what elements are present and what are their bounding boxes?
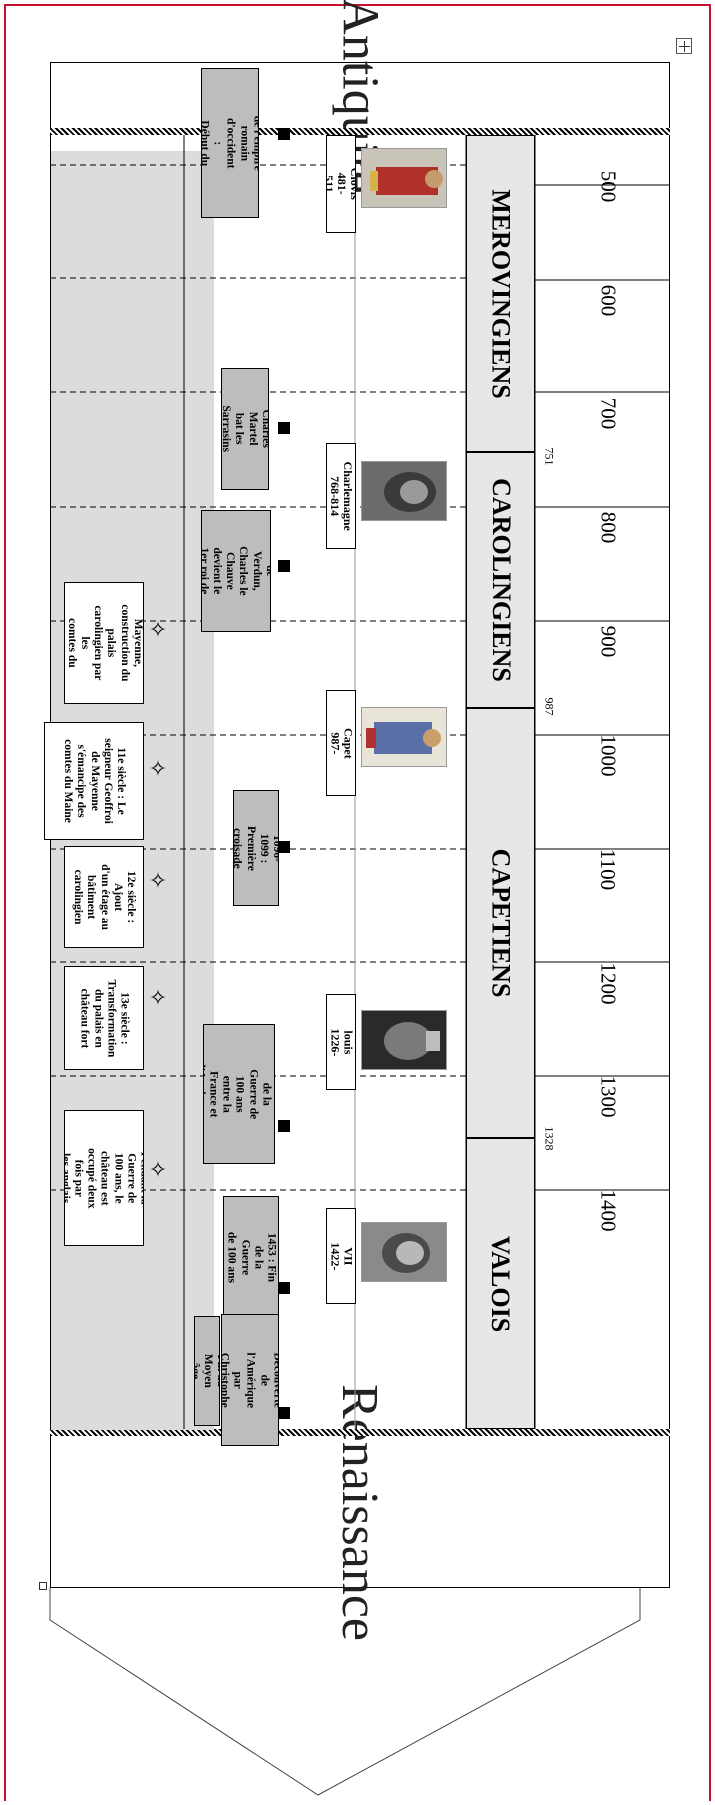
square-bullet-icon xyxy=(278,841,290,853)
king-charlemagne: Charlemagne 768-814 xyxy=(326,443,356,549)
square-bullet-icon xyxy=(278,1282,290,1294)
square-bullet-icon xyxy=(278,1407,290,1419)
four-point-star-icon: ✧ xyxy=(148,985,168,1010)
split-751: 751 xyxy=(542,447,557,465)
split-987: 987 xyxy=(542,697,557,715)
local-event-11e: 11e siècle : Le seigneur Geoffroi de May… xyxy=(44,722,144,840)
four-point-star-icon: ✧ xyxy=(148,1157,168,1182)
century-600: 600 xyxy=(596,284,621,316)
dynasty-merovingiens: MEROVINGIENS xyxy=(466,135,535,452)
century-500: 500 xyxy=(596,170,621,202)
square-bullet-icon xyxy=(278,1120,290,1132)
king-charles-vii: Charles VII 1422-1461 xyxy=(326,1208,356,1304)
king-saint-louis: Saint louis 1226-1270 xyxy=(326,994,356,1090)
dynasty-capetiens: CAPETIENS xyxy=(466,708,535,1138)
saint-louis-portrait xyxy=(361,1010,447,1070)
event-476: 476 : chute de l'empire romain d'occiden… xyxy=(201,68,259,218)
charlemagne-portrait xyxy=(361,461,447,521)
century-700: 700 xyxy=(596,397,621,429)
square-bullet-icon xyxy=(278,422,290,434)
century-800: 800 xyxy=(596,511,621,543)
dynasty-valois: VALOIS xyxy=(466,1138,535,1429)
event-1096: 1096-1099 : Première croisade xyxy=(233,790,279,906)
century-1400: 1400 xyxy=(596,1189,621,1231)
move-handle-icon[interactable] xyxy=(676,38,692,54)
king-clovis: Clovis 481-511 xyxy=(326,135,356,233)
hugues-capet-portrait xyxy=(361,707,447,767)
split-1328: 1328 xyxy=(542,1126,557,1150)
century-1200: 1200 xyxy=(596,962,621,1004)
four-point-star-icon: ✧ xyxy=(148,868,168,893)
local-event-12e: 12e siècle : Ajout d'un étage au bâtimen… xyxy=(64,846,144,948)
square-bullet-icon xyxy=(278,560,290,572)
charles-vii-portrait xyxy=(361,1222,447,1282)
local-event-13e: 13e siècle : Transformation du palais en… xyxy=(64,966,144,1070)
square-bullet-icon xyxy=(278,128,290,140)
century-1000: 1000 xyxy=(596,734,621,776)
event-732: 732 : Charles Martel bat les Sarrasins à… xyxy=(221,368,269,490)
dynasty-carolingiens: CAROLINGIENS xyxy=(466,452,535,708)
local-event-900: 900-920 : A Mayenne, construction du pal… xyxy=(64,582,144,704)
event-1337: 1337 : Début de la Guerre de 100 ans ent… xyxy=(203,1024,275,1164)
clovis-portrait xyxy=(361,148,447,208)
four-point-star-icon: ✧ xyxy=(148,617,168,642)
century-1100: 1100 xyxy=(596,848,621,890)
local-event-guerre-100-ans: Pendant la Guerre de 100 ans, le château… xyxy=(64,1110,144,1246)
century-1300: 1300 xyxy=(596,1075,621,1117)
event-1492: 1492 : Découverte de l'Amérique par Chri… xyxy=(221,1314,279,1446)
event-1453: 1453 : Fin de la Guerre de 100 ans xyxy=(223,1196,279,1318)
hatched-divider-top xyxy=(50,128,670,135)
event-843: 843 : Traité de Verdun, Charles le Chauv… xyxy=(201,510,271,632)
century-900: 900 xyxy=(596,625,621,657)
event-fin-moyen-age: Fin du Moyen âge xyxy=(194,1316,220,1426)
king-hugues-capet: Hugues Capet 987-996 xyxy=(326,690,356,796)
page-border xyxy=(4,4,711,1801)
four-point-star-icon: ✧ xyxy=(148,756,168,781)
resize-handle-icon[interactable] xyxy=(39,1582,47,1590)
hatched-divider-bottom xyxy=(50,1429,670,1436)
